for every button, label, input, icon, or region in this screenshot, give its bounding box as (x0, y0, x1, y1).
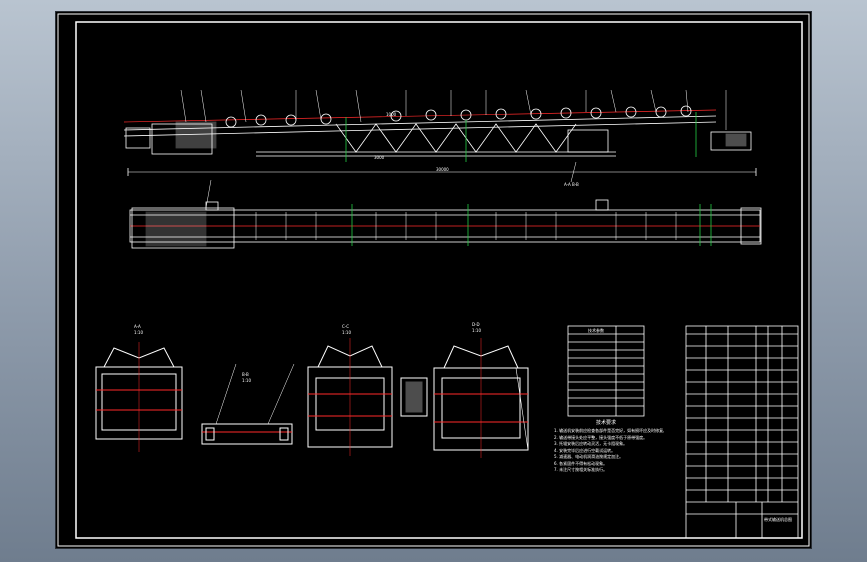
notes-title: 技术要求 (596, 420, 617, 426)
section-a-label: A-A (134, 324, 141, 329)
title-block-name: 带式输送机总图 (764, 517, 792, 522)
parts-list (685, 325, 799, 539)
section-label-group: A-A B-B (564, 182, 579, 187)
top-dimension: 1000 (386, 112, 397, 117)
idler-row (225, 105, 692, 128)
section-c-scale: 1:10 (342, 330, 351, 335)
note-item: 4. 安装完毕后应进行空载试运转。 (554, 447, 616, 453)
note-item: 5. 减速器、电动机润滑油按规定加注。 (554, 454, 624, 459)
section-b-scale: 1:10 (242, 378, 251, 383)
section-a-scale: 1:10 (134, 330, 143, 335)
section-view-a (95, 342, 183, 452)
plan-ribs (255, 212, 677, 240)
notes-list: 1. 输送机安装前应检查各部件是否完好，如有损坏应及时修复。 2. 输送带接头处… (554, 428, 664, 474)
section-c-label: C-C (342, 324, 350, 329)
note-item: 1. 输送机安装前应检查各部件是否完好，如有损坏应及时修复。 (554, 428, 664, 433)
section-d-label: D-D (472, 322, 480, 327)
drawing-sheet: 1000 3000 30000 A-A B-B A-A 1:10 B-B 1:1… (56, 12, 811, 548)
section-b-label: B-B (242, 372, 249, 377)
inner-border (75, 21, 803, 539)
plan-view (129, 179, 762, 249)
note-item: 3. 托辊安装后应转动灵活，无卡阻现象。 (554, 441, 628, 446)
section-view-c (307, 338, 393, 456)
note-item: 7. 未注尺寸按相关标准执行。 (554, 467, 608, 472)
note-item: 2. 输送带接头处应平整，接头强度不低于原带强度。 (554, 434, 648, 440)
note-item: 6. 各紧固件不得有松动现象。 (554, 460, 608, 466)
elevation-view (123, 89, 757, 183)
drawing-canvas (57, 13, 810, 547)
tech-table-title: 技术参数 (588, 328, 604, 333)
tech-param-table (567, 325, 645, 417)
leader-lines (180, 89, 727, 183)
bottom-dimension: 3000 (374, 155, 385, 160)
section-view-b (201, 363, 295, 445)
outer-border (57, 13, 810, 547)
section-view-d (400, 338, 529, 458)
overall-dimension: 30000 (436, 167, 449, 172)
section-d-scale: 1:10 (472, 328, 481, 333)
